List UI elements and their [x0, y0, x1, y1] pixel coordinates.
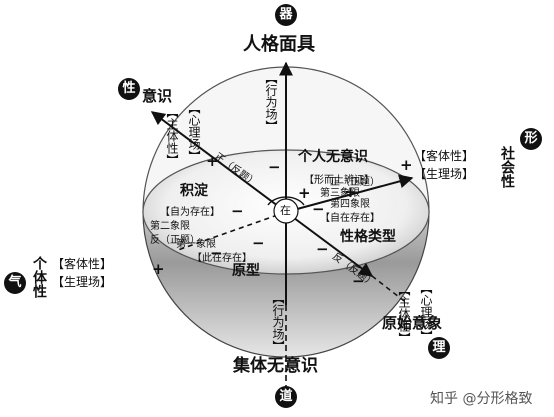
quadrant-top-line3: 正（正题） [330, 177, 380, 188]
center-label: 在 [280, 204, 291, 217]
quadrant-right-line2: 【自在存在】 [320, 213, 380, 224]
upper-left-title: 意识 [142, 87, 173, 105]
left-title: 个体性 [31, 256, 47, 298]
quadrant-left-title: 积淀 [180, 183, 208, 199]
sign-minus: − [352, 272, 365, 290]
quadrant-left-line1: 【自为存在】 [160, 207, 220, 218]
sign-minus: − [268, 158, 281, 176]
quadrant-left-line2: 第二象限 [150, 221, 190, 232]
right-marker: 形 [520, 128, 542, 150]
right-sub1: 【客体性】 [414, 149, 475, 163]
upper-left-marker: 性 [118, 78, 140, 100]
top-title: 人格面具 [243, 34, 315, 55]
left-marker: 气 [4, 272, 26, 294]
quadrant-top-line2: 第三象限 [320, 188, 360, 199]
sign-plus: + [298, 184, 311, 202]
bottom-title: 集体无意识 [233, 356, 318, 376]
quadrant-bottom-line2: 【此在存在】 [192, 253, 252, 264]
lower-right-sub1: 【主体性】 [397, 284, 411, 344]
sign-plus: + [152, 260, 165, 278]
sign-plus: + [400, 156, 413, 174]
right-title: 社会性 [499, 146, 515, 188]
watermark: 知乎 @分形格致 [430, 391, 533, 407]
sign-plus: + [206, 152, 219, 170]
left-sub1: 【客体性】 [52, 257, 113, 271]
sign-minus: − [210, 244, 223, 262]
top-axis-label: 【行为场】 [264, 72, 278, 132]
sign-minus: − [252, 234, 265, 252]
upper-left-sub2: 【心理场】 [187, 102, 201, 162]
quadrant-bottom-title: 原型 [232, 263, 260, 279]
left-sub2: 【生理场】 [52, 275, 113, 289]
right-sub2: 【生理场】 [414, 167, 475, 181]
sign-minus: − [316, 240, 329, 258]
sign-minus: − [312, 200, 325, 218]
quadrant-top-title: 个人无意识 [298, 149, 368, 165]
upper-left-sub1: 【主体性】 [165, 106, 179, 166]
bottom-axis-label: 【行为场】 [271, 292, 285, 352]
top-marker: 器 [275, 4, 297, 26]
sign-minus: − [231, 202, 244, 220]
lower-right-title: 原始意象 [382, 314, 443, 332]
quadrant-left-line3: 反（正题） [150, 235, 200, 246]
sign-plus: + [344, 183, 357, 201]
lower-right-sub2: 【心理场】 [419, 282, 433, 342]
quadrant-right-line1: 第四象限 [330, 199, 370, 210]
quadrant-bottom-line1: 第一象限 [176, 239, 216, 250]
quadrant-top-line1: 【形而上辨证】 [304, 175, 374, 186]
quadrant-right-title: 性格类型 [340, 229, 396, 245]
bottom-marker: 道 [275, 386, 297, 408]
lower-right-marker: 理 [428, 337, 450, 359]
